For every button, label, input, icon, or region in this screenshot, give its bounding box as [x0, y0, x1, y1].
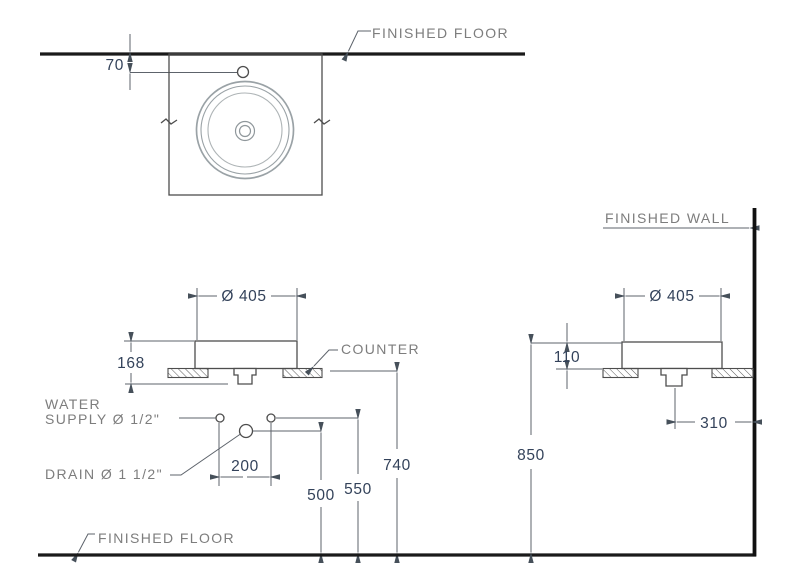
water-supply-label-line1: WATER: [45, 396, 101, 412]
drain-plan-outer-circle: [234, 120, 256, 142]
break-mark-left: [160, 118, 178, 125]
counter-callout: COUNTER: [304, 341, 420, 376]
dim-text-550: 550: [344, 481, 372, 498]
faucet-hole-circle: [236, 65, 250, 79]
drain-leader-line: [170, 433, 241, 476]
dim-text-405-side: Ø 405: [649, 288, 694, 305]
basin-bowl-circle: [207, 92, 283, 168]
supply-point-right: [266, 413, 276, 423]
leader-line: [341, 30, 371, 62]
dim-drain-to-wall-310: 310: [666, 388, 762, 432]
dim-text-740: 740: [383, 457, 411, 474]
counter-left-hatch-side: [602, 367, 639, 379]
leader-line: [304, 349, 338, 376]
finished-floor-top-callout: FINISHED FLOOR: [341, 25, 509, 62]
dim-drain-height-500: 500: [307, 422, 335, 563]
dim-text-310: 310: [700, 415, 728, 432]
dim-diameter-front-405: Ø 405: [188, 288, 306, 340]
water-supply-group: WATER SUPPLY Ø 1/2": [45, 396, 358, 427]
dim-counter-height-740: 740: [330, 362, 411, 563]
dim-text-405-front: Ø 405: [221, 288, 266, 305]
dim-text-110: 110: [554, 349, 581, 366]
dim-text-200: 200: [231, 458, 259, 475]
dim-diameter-side-405: Ø 405: [615, 288, 730, 341]
dim-supply-height-550: 550: [344, 409, 372, 563]
dim-text-70: 70: [106, 57, 124, 74]
drain-point: [238, 423, 254, 439]
dim-supply-spacing-200: 200: [210, 423, 280, 486]
basin-rim-inner-circle: [200, 85, 290, 175]
side-section-view: FINISHED WALL Ø 405 110 850: [517, 208, 762, 563]
basin-front-rect: [194, 340, 298, 370]
dim-text-500: 500: [307, 487, 335, 504]
water-supply-label-line2: SUPPLY Ø 1/2": [45, 411, 160, 427]
finished-wall-label: FINISHED WALL: [605, 210, 730, 226]
counter-label: COUNTER: [341, 341, 420, 357]
break-mark-right: [313, 118, 331, 125]
counter-right-hatch-side: [711, 367, 754, 379]
basin-side-rect: [621, 341, 723, 370]
drain-tailpiece-side: [660, 367, 688, 387]
dim-rim-above-counter-110: 110: [531, 323, 622, 389]
finished-wall-callout: FINISHED WALL: [603, 210, 760, 231]
dim-faucet-offset-70: 70: [106, 34, 237, 90]
counter-right-hatch-front: [282, 367, 323, 379]
finished-floor-bottom-label: FINISHED FLOOR: [98, 530, 235, 546]
finished-floor-top-label: FINISHED FLOOR: [372, 25, 509, 41]
drain-group: DRAIN Ø 1 1/2": [45, 423, 321, 482]
supply-point-left: [215, 413, 225, 423]
drain-plan-inner-circle: [238, 124, 252, 138]
basin-rim-outer-circle: [195, 80, 295, 180]
plan-view: FINISHED FLOOR 70: [40, 25, 525, 196]
counter-cutout-outline: [168, 53, 323, 196]
dim-text-168: 168: [117, 355, 145, 372]
counter-left-hatch-front: [167, 367, 209, 379]
dim-text-850: 850: [517, 447, 545, 464]
dim-basin-height-168: 168: [117, 332, 228, 393]
dim-rim-height-850: 850: [517, 334, 545, 563]
drain-tailpiece-front: [233, 367, 257, 385]
front-section-view: Ø 405 168 COUNTER 740 WATER SUPPLY Ø 1/2…: [38, 288, 756, 563]
finished-floor-bottom-callout: FINISHED FLOOR: [71, 530, 235, 563]
leader-line: [71, 533, 95, 563]
drain-label: DRAIN Ø 1 1/2": [45, 466, 163, 482]
